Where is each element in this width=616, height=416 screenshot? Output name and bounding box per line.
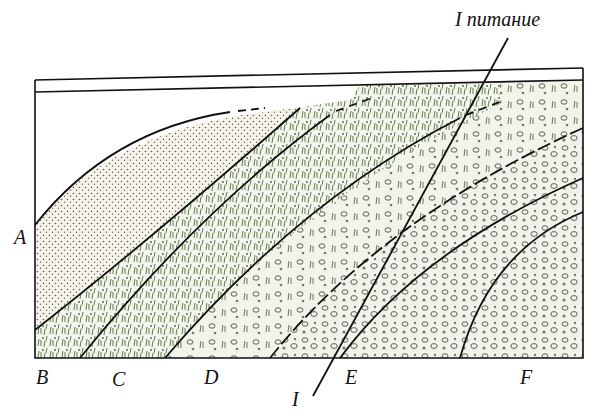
point-label: C (112, 368, 125, 390)
point-label: D (204, 366, 218, 388)
point-label: B (36, 366, 48, 388)
point-label: F (520, 366, 532, 388)
point-label: I (292, 388, 299, 410)
section-label: I питание (455, 8, 540, 30)
point-label: E (345, 366, 357, 388)
point-label: A (14, 226, 26, 248)
